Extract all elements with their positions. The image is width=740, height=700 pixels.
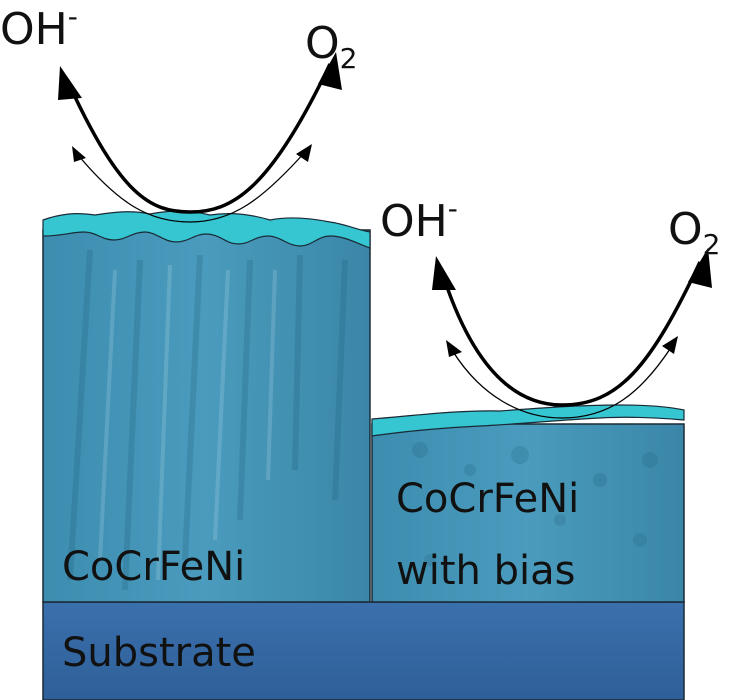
right-oh-charge: -	[448, 192, 458, 225]
right-thick-arrow	[440, 261, 702, 407]
right-block-label-line1: CoCrFeNi	[396, 476, 579, 522]
left-thin-arrow	[77, 151, 306, 223]
left-arrowhead-o2	[318, 52, 342, 90]
left-arrowhead-oh	[58, 66, 82, 100]
left-film-block	[42, 229, 371, 603]
left-block-label: CoCrFeNi	[62, 544, 245, 590]
right-reaction-arrows	[440, 261, 702, 419]
right-film-texture	[412, 442, 658, 566]
left-oh-label: OH-	[0, 0, 78, 55]
right-o2-label: O2	[668, 204, 720, 261]
right-arrowhead-oh-thin	[446, 340, 462, 357]
left-arrowhead-oh-thin	[72, 146, 86, 162]
substrate-layer	[42, 601, 685, 700]
left-o2-subscript: 2	[340, 42, 358, 75]
right-o2-subscript: 2	[703, 228, 721, 261]
substrate-label: Substrate	[62, 630, 256, 676]
right-block-label-line2: with bias	[396, 548, 575, 594]
left-film-texture	[67, 249, 348, 591]
right-thin-arrow	[451, 345, 673, 419]
left-thick-arrow	[66, 63, 332, 214]
right-top-layer	[371, 404, 685, 437]
right-arrowhead-oh	[432, 256, 456, 290]
right-film-block	[371, 423, 685, 603]
right-arrowhead-o2-thin	[662, 336, 678, 354]
left-reaction-arrows	[66, 63, 332, 223]
right-arrowhead-o2	[688, 248, 712, 288]
right-oh-label: OH-	[380, 192, 458, 247]
left-oh-charge: -	[68, 0, 78, 33]
left-arrowhead-o2-thin	[296, 144, 312, 162]
left-o2-label: O2	[305, 18, 357, 75]
